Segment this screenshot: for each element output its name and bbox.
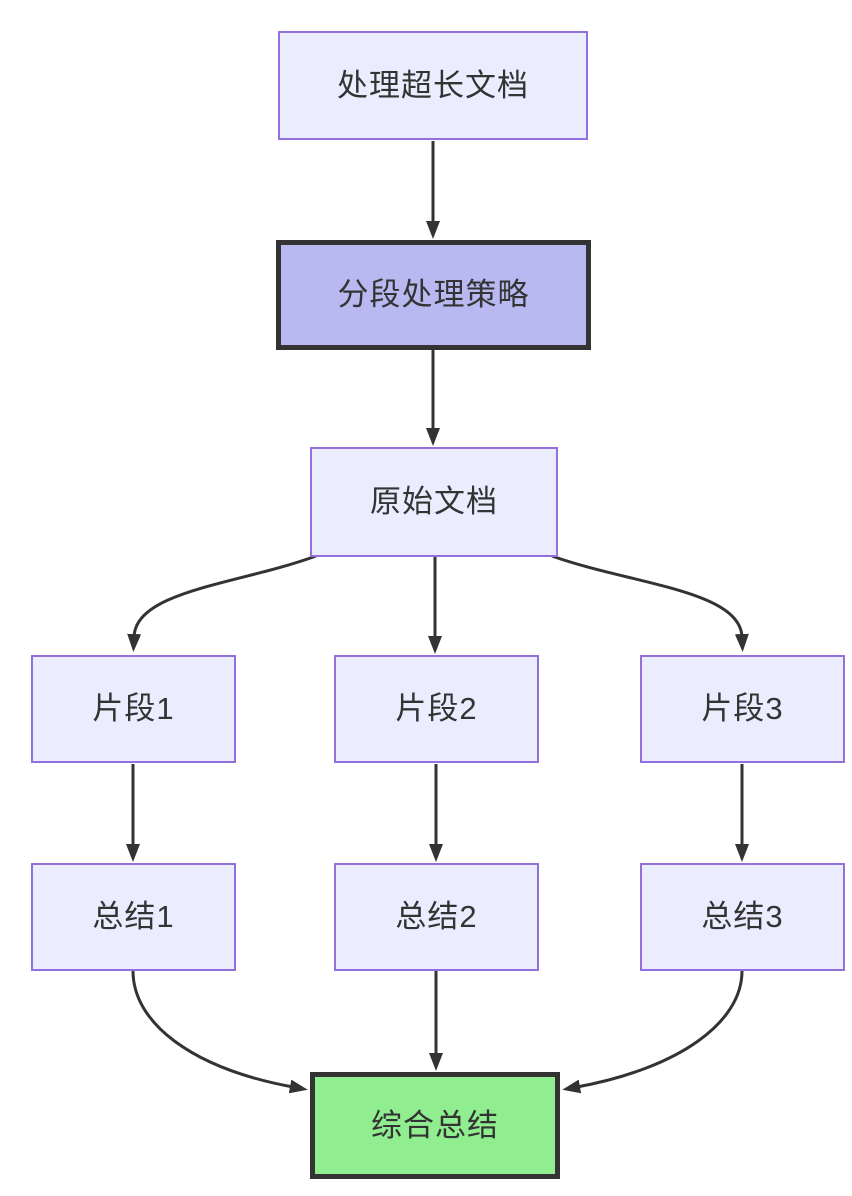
node-fragment-3: 片段3 — [640, 655, 845, 763]
node-label: 分段处理策略 — [337, 277, 530, 313]
edge-summary-3-to-final-summary — [562, 970, 744, 1094]
node-summary-2: 总结2 — [334, 863, 539, 971]
node-segment-strategy: 分段处理策略 — [276, 240, 591, 350]
node-handle-long-doc: 处理超长文档 — [278, 31, 588, 140]
node-label: 总结1 — [92, 899, 175, 935]
node-summary-1: 总结1 — [31, 863, 236, 971]
edge-original-doc-to-fragment-1 — [127, 554, 317, 652]
node-fragment-1: 片段1 — [31, 655, 236, 763]
node-original-doc: 原始文档 — [310, 447, 558, 557]
node-label: 总结3 — [701, 899, 784, 935]
node-label: 片段1 — [92, 691, 175, 727]
node-label: 片段2 — [395, 691, 478, 727]
edge-summary-1-to-final-summary — [131, 970, 308, 1094]
node-label: 处理超长文档 — [337, 67, 529, 103]
node-label: 片段3 — [701, 691, 784, 727]
node-label: 总结2 — [395, 899, 478, 935]
node-label: 原始文档 — [370, 484, 498, 520]
edge-original-doc-to-fragment-3 — [551, 554, 749, 652]
node-final-summary: 综合总结 — [310, 1072, 560, 1179]
node-label: 综合总结 — [371, 1107, 499, 1143]
node-summary-3: 总结3 — [640, 863, 845, 971]
node-fragment-2: 片段2 — [334, 655, 539, 763]
